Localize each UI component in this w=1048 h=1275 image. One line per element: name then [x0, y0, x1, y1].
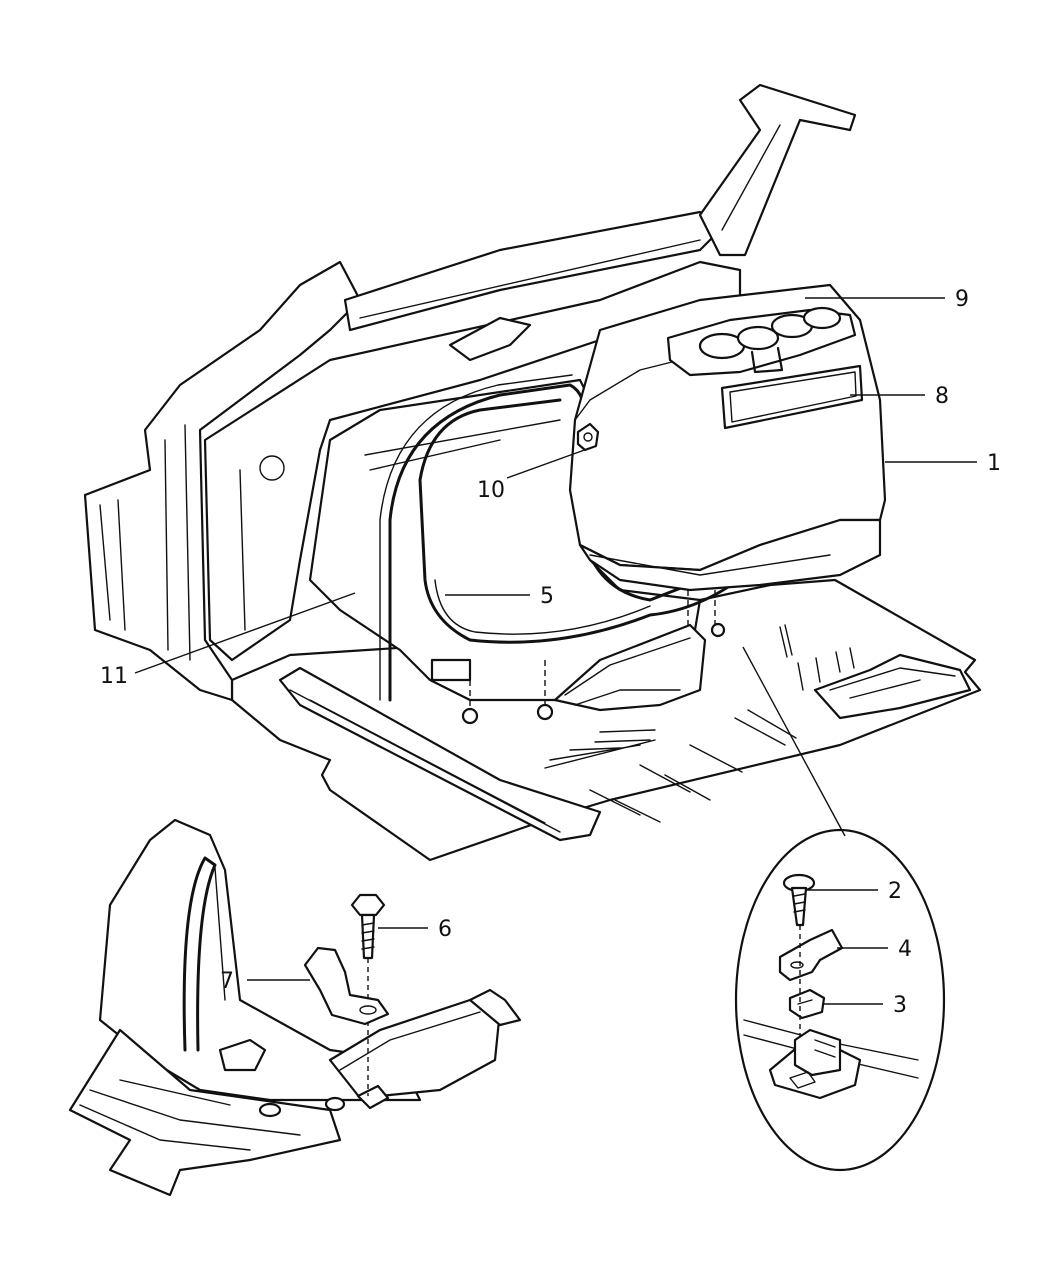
detail-circle: [734, 828, 946, 1172]
left-quarter-panel: [83, 260, 362, 702]
callout-labels: 1 9 8 10 5 11 2 4 3 6 7: [100, 287, 1001, 1018]
detail-leader-line: [742, 646, 846, 837]
strap-bracket: [303, 946, 390, 1026]
callout-4: 4: [898, 937, 912, 962]
callout-11: 11: [100, 664, 128, 689]
small-bracket: [778, 928, 844, 982]
upper-bracket: [698, 83, 857, 257]
push-pin-fastener: [782, 873, 816, 927]
floor-crossmember: [278, 666, 602, 842]
callout-leaders: [134, 297, 977, 1005]
floor-slots: [544, 624, 855, 823]
callout-10: 10: [477, 478, 505, 503]
callout-9: 9: [955, 287, 969, 312]
callout-6: 6: [438, 917, 452, 942]
main-fasteners: [430, 590, 726, 725]
detail-floor: [68, 1028, 342, 1197]
callout-8: 8: [935, 384, 949, 409]
bin-bottom: [578, 518, 882, 592]
clip-nut: [788, 988, 826, 1020]
bin-side-clip: [576, 422, 600, 452]
hex-bolt: [350, 893, 386, 960]
callout-1: 1: [987, 451, 1001, 476]
callout-7: 7: [220, 969, 234, 994]
clip-detail-view: [734, 828, 946, 1172]
main-assembly-illustration: [83, 83, 982, 862]
callout-3: 3: [893, 993, 907, 1018]
callout-5: 5: [540, 584, 554, 609]
bin-pocket: [720, 364, 864, 430]
weatherstrip-seal: [388, 383, 747, 702]
well-bracket-detail: [68, 818, 522, 1197]
trunk-bulkhead: [203, 260, 742, 662]
callout-2: 2: [888, 879, 902, 904]
shelf-recess: [448, 316, 532, 362]
